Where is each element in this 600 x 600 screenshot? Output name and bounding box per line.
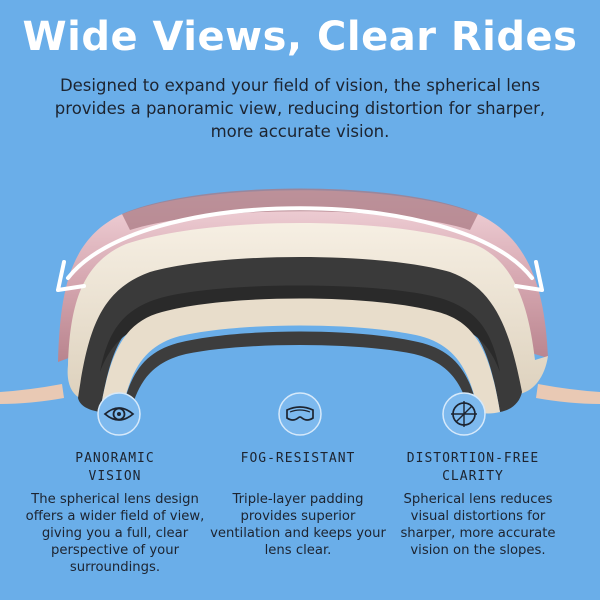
eye-icon [97,392,141,436]
goggles-icon [278,392,322,436]
feature-title-fog: FOG-RESISTANT [240,451,356,466]
crosshair-globe-icon [442,392,486,436]
feature-title-clarity: DISTORTION-FREE CLARITY [406,451,540,484]
feature-description-panoramic: The spherical lens design offers a wider… [25,492,205,575]
page-title: Wide Views, Clear Rides [22,14,578,60]
panoramic-arrow [56,206,544,292]
goggle-strap [0,384,600,404]
page-subtitle: Designed to expand your field of vision,… [54,76,546,141]
feature-title-panoramic: PANORAMIC VISION [75,451,155,484]
feature-description-clarity: Spherical lens reduces visual distortion… [400,492,556,558]
feature-description-fog: Triple-layer padding provides superior v… [210,492,386,558]
